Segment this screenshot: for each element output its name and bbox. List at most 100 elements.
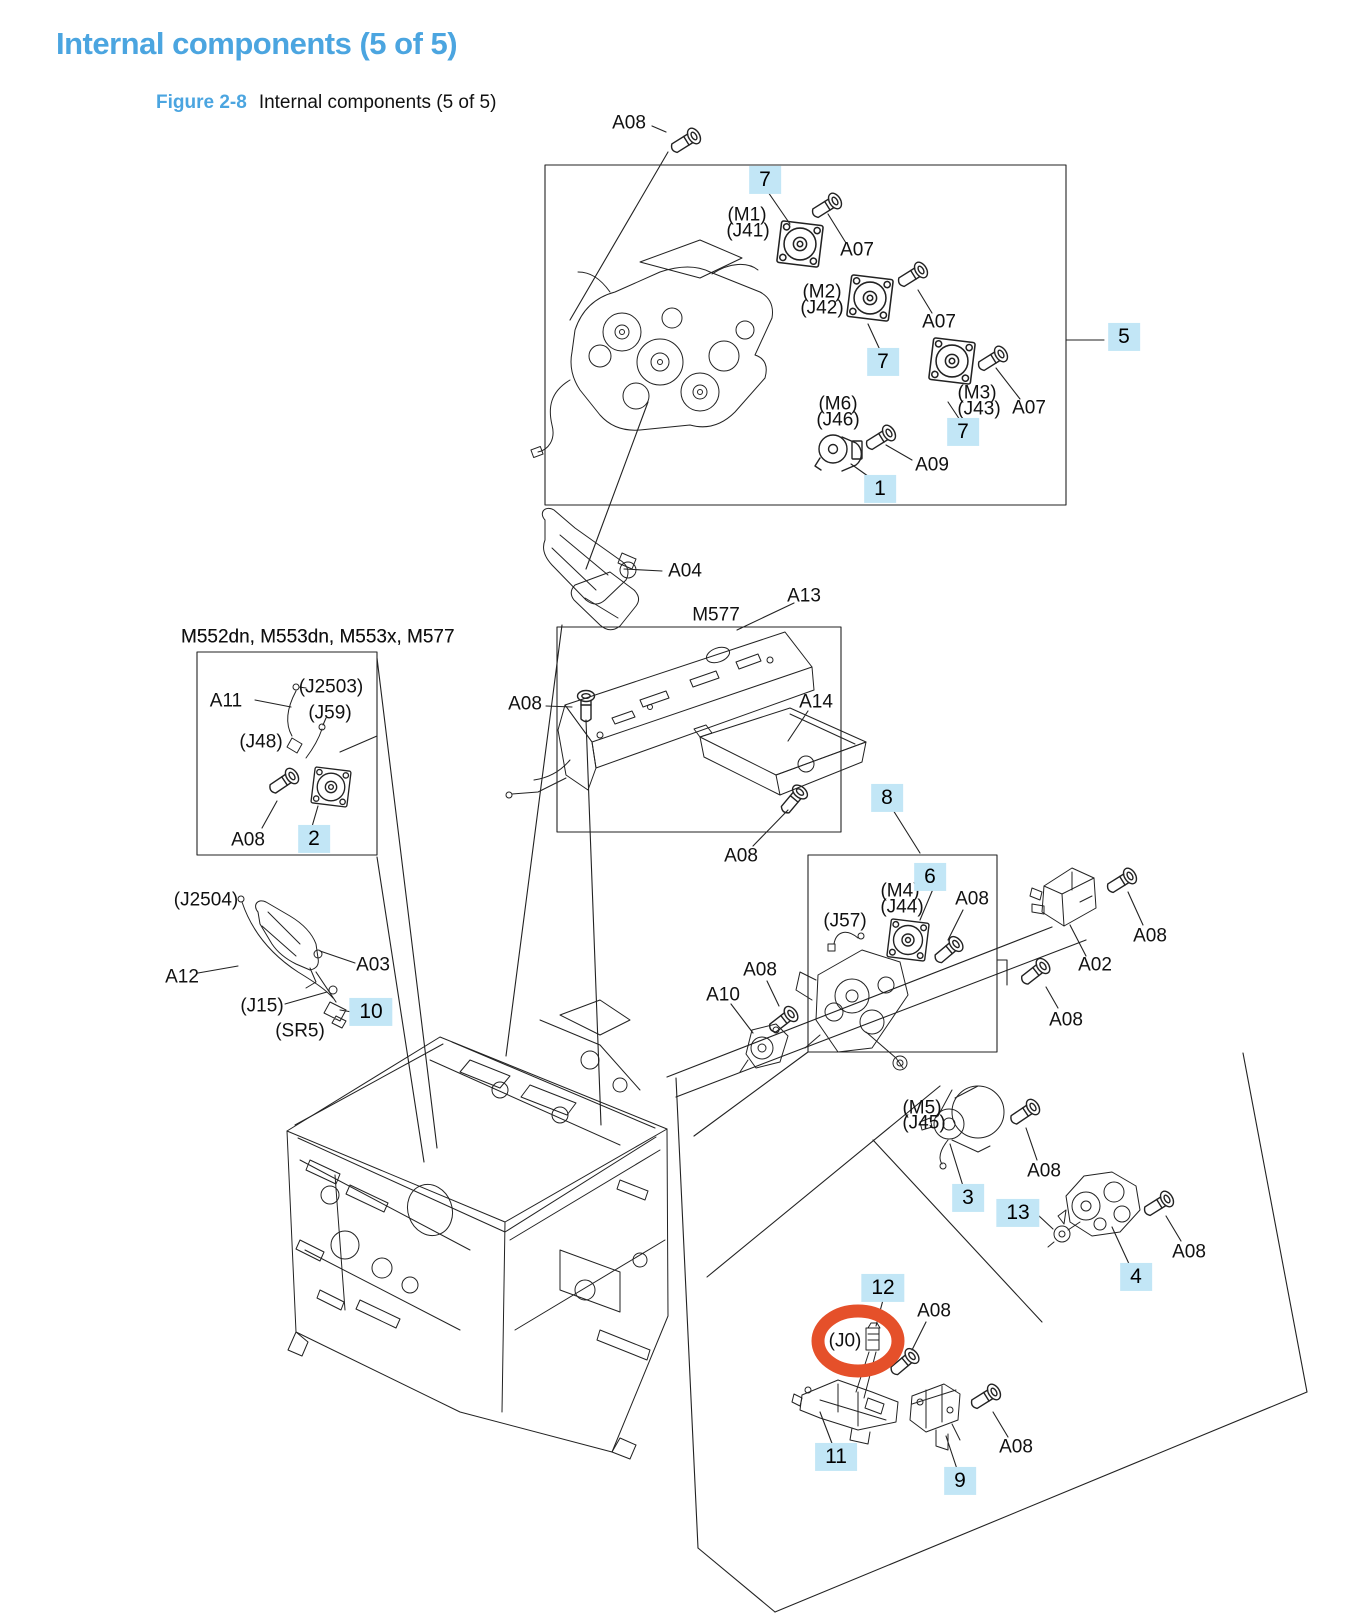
part-label: A14 bbox=[799, 691, 833, 713]
callout-7: 7 bbox=[749, 165, 781, 195]
part-label: (J46) bbox=[816, 409, 860, 431]
screw-icon bbox=[808, 190, 845, 223]
screw-icon bbox=[894, 259, 931, 292]
callout-2: 2 bbox=[298, 824, 330, 854]
motor-m5-drawing bbox=[919, 1085, 1005, 1170]
part-label: (J43) bbox=[957, 398, 1001, 420]
motor-2-drawing bbox=[310, 766, 352, 808]
callout-5: 5 bbox=[1108, 322, 1140, 352]
part-label: (J59) bbox=[308, 702, 352, 724]
drive-assembly-drawing bbox=[530, 239, 773, 458]
callout-4: 4 bbox=[1120, 1262, 1152, 1292]
item4-assembly-drawing bbox=[1047, 1171, 1141, 1248]
group-box-5 bbox=[544, 164, 1067, 506]
callout-10: 10 bbox=[349, 997, 393, 1027]
part-label: A07 bbox=[840, 239, 874, 261]
part-label: M577 bbox=[692, 604, 740, 626]
screw-icon bbox=[667, 125, 704, 158]
callout-11: 11 bbox=[815, 1442, 857, 1472]
figure-label: Figure 2-8 bbox=[156, 92, 247, 113]
a04-drawing bbox=[541, 507, 640, 631]
m577-plate-drawing bbox=[505, 631, 867, 799]
screw-icon bbox=[1140, 1188, 1177, 1221]
part-label: (M2) bbox=[802, 281, 842, 303]
a02-drawing bbox=[1029, 867, 1097, 927]
part-label: A02 bbox=[1078, 954, 1112, 976]
cable-drawings bbox=[237, 683, 347, 1029]
part-label: A08 bbox=[917, 1300, 951, 1322]
part-label: A08 bbox=[612, 112, 646, 134]
part-label: (J0) bbox=[828, 1330, 862, 1352]
motor-m6-drawing bbox=[814, 434, 863, 472]
part-label: (SR5) bbox=[275, 1020, 325, 1042]
leader-lines bbox=[197, 125, 1182, 1470]
part-label: (J42) bbox=[800, 297, 844, 319]
part-label: A08 bbox=[231, 829, 265, 851]
item13-part-drawing bbox=[1053, 1225, 1071, 1243]
part-label: A11 bbox=[209, 690, 243, 712]
callout-3: 3 bbox=[952, 1183, 984, 1213]
highlight-ellipse-j0 bbox=[811, 1304, 905, 1378]
screw-icon bbox=[1006, 1096, 1044, 1130]
part-label: A08 bbox=[1172, 1241, 1206, 1263]
part-label: A08 bbox=[999, 1436, 1033, 1458]
callout-8: 8 bbox=[871, 783, 903, 813]
part-label: A07 bbox=[922, 311, 956, 333]
part-label: (J2504) bbox=[173, 889, 239, 911]
callout-12: 12 bbox=[861, 1273, 905, 1303]
part-label: A07 bbox=[1012, 397, 1046, 419]
screw-icon bbox=[576, 689, 596, 723]
part-label: A08 bbox=[1133, 925, 1167, 947]
part-label: A08 bbox=[1049, 1009, 1083, 1031]
group-box-m552 bbox=[196, 651, 378, 856]
part-label: (J48) bbox=[239, 731, 283, 753]
group-box-m577 bbox=[556, 626, 842, 833]
part-label: A08 bbox=[955, 888, 989, 910]
part-label: (M3) bbox=[957, 382, 997, 404]
callout-13: 13 bbox=[996, 1198, 1040, 1228]
page-title: Internal components (5 of 5) bbox=[56, 26, 458, 61]
part-label: (J2503) bbox=[298, 676, 364, 698]
screw-icon bbox=[776, 781, 811, 818]
part-label: A09 bbox=[915, 454, 949, 476]
group-boxes bbox=[196, 164, 1067, 1053]
screw-icon bbox=[1016, 955, 1054, 990]
models-note: M552dn, M553dn, M553x, M577 bbox=[181, 626, 455, 648]
part-label: (J41) bbox=[726, 220, 770, 242]
motor-m3-drawing bbox=[927, 336, 977, 386]
part-label: (M1) bbox=[727, 204, 767, 226]
part-label: (M6) bbox=[818, 393, 858, 415]
part-label: A10 bbox=[706, 984, 740, 1006]
callout-6: 6 bbox=[914, 862, 946, 892]
screw-icon bbox=[265, 765, 303, 799]
screw-icon bbox=[1103, 865, 1140, 898]
figure-caption: Internal components (5 of 5) bbox=[258, 92, 497, 113]
part-label: A04 bbox=[668, 560, 702, 582]
callout-7: 7 bbox=[947, 417, 979, 447]
part-label: A12 bbox=[165, 966, 199, 988]
part-label: A08 bbox=[1027, 1160, 1061, 1182]
item9-drawing bbox=[909, 1383, 961, 1451]
callout-7: 7 bbox=[867, 347, 899, 377]
screw-icon bbox=[974, 343, 1011, 376]
motor-m4-drawing bbox=[886, 918, 930, 962]
motor-m2-drawing bbox=[845, 273, 895, 323]
part-label: A03 bbox=[356, 954, 390, 976]
part-label: A08 bbox=[743, 959, 777, 981]
screw-icon bbox=[967, 1381, 1004, 1414]
part-label: M552dn, M553dn, M553x, M577 bbox=[181, 626, 455, 648]
part-label: (J15) bbox=[240, 995, 284, 1017]
group-box-8 bbox=[807, 854, 998, 1053]
part-label: A08 bbox=[508, 693, 542, 715]
registration-assembly-drawing bbox=[795, 931, 909, 1071]
projection-lines bbox=[339, 151, 1308, 1613]
figure-caption-line: Figure 2-8 Internal components (5 of 5) bbox=[156, 92, 496, 114]
item11-drawing bbox=[791, 1379, 899, 1445]
a10-drawing bbox=[739, 1023, 789, 1073]
part-label: (M5) bbox=[902, 1097, 942, 1119]
part-label: A08 bbox=[724, 845, 758, 867]
callout-1: 1 bbox=[864, 474, 896, 504]
motor-m1-drawing bbox=[775, 219, 825, 269]
